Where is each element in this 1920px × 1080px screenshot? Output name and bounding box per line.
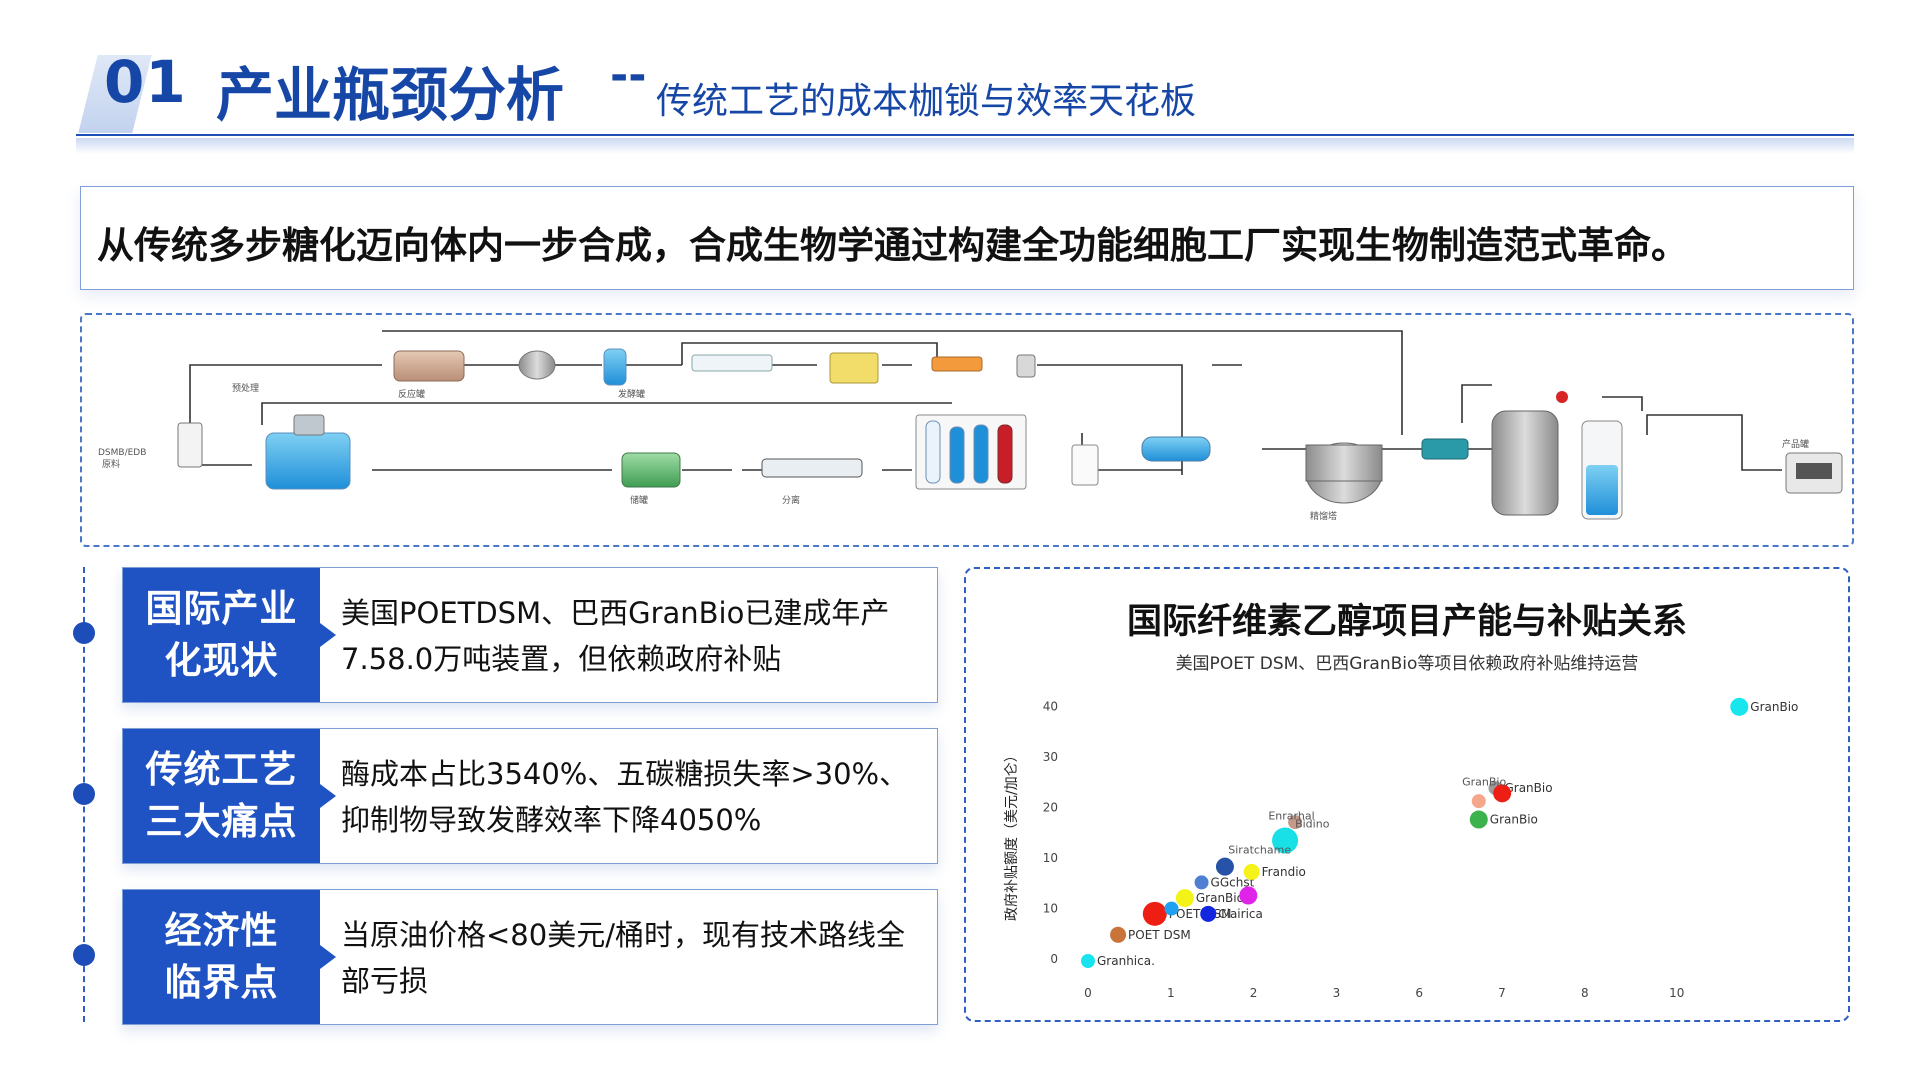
- card-text: 当原油价格<80美元/桶时，现有技术路线全部亏损: [341, 918, 905, 998]
- y-tick-label: 10: [1043, 851, 1058, 865]
- info-card-pain-points: 传统工艺 三大痛点 酶成本占比3540%、五碳糖损失率>30%、抑制物导致发酵效…: [122, 728, 938, 864]
- summary-text: 从传统多步糖化迈向体内一步合成，合成生物学通过构建全功能细胞工厂实现生物制造范式…: [97, 224, 1688, 267]
- data-point: [1288, 815, 1303, 830]
- x-tick-label: 3: [1333, 986, 1341, 1000]
- svg-text:DSMB/EDB: DSMB/EDB: [98, 448, 146, 458]
- data-point: [1469, 810, 1488, 829]
- title-separator: --: [610, 50, 647, 101]
- y-axis-label: 政府补贴额度（美元/加仑）: [1004, 748, 1020, 921]
- y-tick-label: 10: [1043, 902, 1058, 916]
- summary-banner: 从传统多步糖化迈向体内一步合成，合成生物学通过构建全功能细胞工厂实现生物制造范式…: [80, 186, 1854, 290]
- data-point: [1200, 905, 1217, 922]
- svg-text:储罐: 储罐: [630, 494, 648, 506]
- point-label: Siratchame: [1228, 844, 1291, 857]
- data-point: [1081, 954, 1095, 968]
- point-label: Bidino: [1295, 817, 1330, 830]
- data-point: [1142, 901, 1167, 926]
- x-tick-label: 6: [1415, 986, 1423, 1000]
- x-tick-label: 0: [1084, 986, 1092, 1000]
- y-tick-label: 20: [1043, 801, 1058, 815]
- x-tick-label: 8: [1581, 986, 1589, 1000]
- process-flow-illustration: DSMB/EDB 原料 预处理 反应罐 发酵罐 储罐 分离 精馏塔 产品罐: [98, 330, 1843, 522]
- data-point: [1243, 863, 1260, 880]
- data-point: [1471, 794, 1486, 809]
- point-label: Clairica: [1218, 907, 1263, 921]
- data-point: [1215, 857, 1234, 876]
- data-point: [1194, 875, 1209, 890]
- point-label: Frandio: [1262, 865, 1306, 879]
- y-tick-label: 30: [1043, 750, 1058, 764]
- chart-panel: 国际纤维素乙醇项目产能与补贴关系 美国POET DSM、巴西GranBio等项目…: [964, 567, 1850, 1022]
- svg-text:分离: 分离: [782, 494, 800, 506]
- header-rule: [76, 134, 1854, 136]
- chart-subtitle: 美国POET DSM、巴西GranBio等项目依赖政府补贴维持运营: [1175, 654, 1639, 674]
- card-tag-line2: 化现状: [164, 639, 279, 682]
- x-tick-label: 7: [1498, 986, 1506, 1000]
- data-point: [1493, 784, 1512, 803]
- svg-text:产品罐: 产品罐: [1782, 438, 1809, 450]
- point-label: GranBio: [1504, 781, 1552, 795]
- page-title: 产业瓶颈分析: [216, 61, 565, 129]
- card-tag-line1: 传统工艺: [145, 748, 298, 791]
- section-number: 01: [104, 48, 187, 116]
- data-point: [1110, 926, 1127, 943]
- x-tick-label: 1: [1167, 986, 1175, 1000]
- x-tick-label: 10: [1669, 986, 1684, 1000]
- card-tag-line2: 临界点: [164, 961, 279, 1004]
- card-text: 酶成本占比3540%、五碳糖损失率>30%、抑制物导致发酵效率下降4050%: [341, 757, 909, 837]
- data-point: [1175, 889, 1194, 908]
- info-card-industrialization: 国际产业 化现状 美国POETDSM、巴西GranBio已建成年产7.58.0万…: [122, 567, 938, 703]
- y-tick-label: 40: [1043, 700, 1058, 714]
- card-tag: 经济性 临界点: [123, 890, 320, 1024]
- timeline-dot: [73, 622, 95, 644]
- svg-text:原料: 原料: [102, 458, 120, 470]
- point-label: GranBio: [1490, 813, 1538, 827]
- card-tag: 国际产业 化现状: [123, 568, 320, 702]
- data-point: [1164, 901, 1179, 916]
- x-tick-label: 2: [1250, 986, 1258, 1000]
- point-label: GGchst: [1211, 875, 1255, 889]
- card-tag-line1: 国际产业: [145, 587, 298, 630]
- process-flow-diagram: DSMB/EDB 原料 预处理 反应罐 发酵罐 储罐 分离 精馏塔 产品罐: [80, 313, 1854, 547]
- card-notch: [320, 623, 336, 647]
- timeline-dot: [73, 783, 95, 805]
- scatter-chart: 0 1 2 3 6 7 8 10 0 10 10 20 30 40 政府补贴额度（美元/加仑） Granhic…: [1004, 697, 1798, 1000]
- point-label: GranBio: [1462, 775, 1506, 788]
- data-point: [1272, 827, 1299, 854]
- point-label: Enrarhal: [1268, 810, 1314, 823]
- header-rule-shadow: [76, 138, 1854, 154]
- card-tag-line2: 三大痛点: [145, 800, 298, 843]
- point-label: POET DSM: [1169, 907, 1232, 921]
- card-tag-line1: 经济性: [164, 909, 279, 952]
- svg-text:精馏塔: 精馏塔: [1310, 510, 1337, 522]
- point-label: GranBio: [1196, 891, 1244, 905]
- y-tick-label: 0: [1050, 952, 1058, 966]
- timeline-dot: [73, 944, 95, 966]
- svg-text:反应罐: 反应罐: [398, 388, 425, 400]
- svg-text:预处理: 预处理: [232, 382, 259, 394]
- chart-title: 国际纤维素乙醇项目产能与补贴关系: [1126, 602, 1687, 642]
- page-subtitle: 传统工艺的成本枷锁与效率天花板: [656, 81, 1197, 122]
- card-notch: [320, 945, 336, 969]
- data-point: [1730, 697, 1749, 716]
- card-notch: [320, 784, 336, 808]
- svg-text:发酵罐: 发酵罐: [618, 388, 645, 400]
- point-label: POET DSM: [1128, 928, 1191, 942]
- info-card-economics: 经济性 临界点 当原油价格<80美元/桶时，现有技术路线全部亏损: [122, 889, 938, 1025]
- card-text: 美国POETDSM、巴西GranBio已建成年产7.58.0万吨装置，但依赖政府…: [341, 596, 890, 676]
- data-point: [1239, 886, 1258, 905]
- point-label: Granhica.: [1097, 954, 1155, 968]
- card-tag: 传统工艺 三大痛点: [123, 729, 320, 863]
- point-label: GranBio: [1750, 700, 1798, 714]
